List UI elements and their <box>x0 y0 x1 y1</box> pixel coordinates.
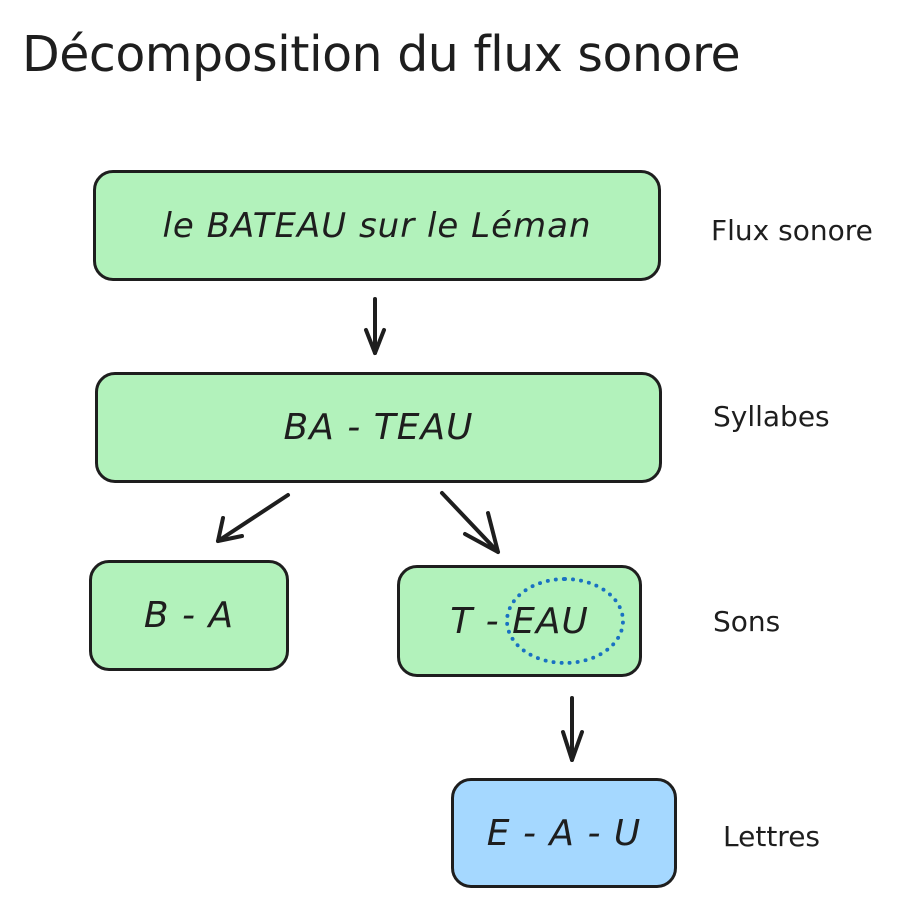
level-label-sons: Sons <box>713 605 781 638</box>
node-phrase: le BATEAU sur le Léman <box>93 170 661 281</box>
node-syllables-text: BA - TEAU <box>283 407 474 448</box>
level-label-flux: Flux sonore <box>711 214 873 247</box>
arrow-down-right-icon <box>440 491 500 554</box>
node-sound-ba: B - A <box>89 560 289 671</box>
diagram-title: Décomposition du flux sonore <box>22 26 741 83</box>
level-label-syllabes: Syllabes <box>713 400 830 433</box>
node-phrase-text: le BATEAU sur le Léman <box>162 205 592 246</box>
node-sound-ba-text: B - A <box>143 595 235 636</box>
arrow-down-icon <box>561 696 584 762</box>
node-letters-text: E - A - U <box>486 812 642 854</box>
node-letters: E - A - U <box>451 778 677 888</box>
level-label-lettres: Lettres <box>723 820 821 853</box>
arrow-down-left-icon <box>216 493 290 543</box>
highlight-circle <box>505 577 625 665</box>
node-syllables: BA - TEAU <box>95 372 662 483</box>
arrow-down-icon <box>364 297 386 355</box>
